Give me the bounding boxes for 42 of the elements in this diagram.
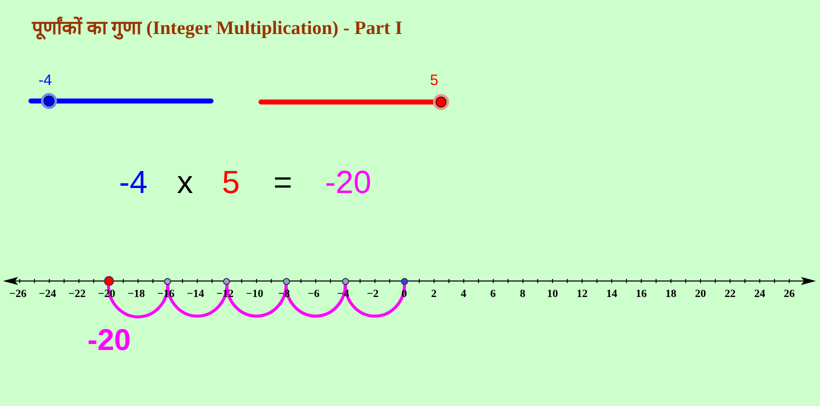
slider-value: -4 bbox=[38, 72, 52, 88]
tick-label: 24 bbox=[754, 288, 766, 300]
tick-label: −18 bbox=[128, 288, 145, 300]
tick-label: −24 bbox=[38, 288, 56, 300]
tick-label: 12 bbox=[576, 288, 588, 300]
equation-term: -4 bbox=[119, 166, 148, 198]
tick-label: −6 bbox=[308, 288, 320, 300]
point bbox=[282, 278, 290, 284]
point bbox=[342, 278, 349, 284]
tick-label: 18 bbox=[665, 288, 676, 300]
result-value: -20 bbox=[88, 326, 131, 356]
title: पूर्णांकों का गुणा (Integer Multiplication) - Part I bbox=[32, 19, 402, 38]
point bbox=[104, 276, 114, 286]
jump-arc bbox=[284, 284, 347, 318]
tick-label: −2 bbox=[366, 288, 379, 300]
point bbox=[401, 278, 408, 284]
tick-label: 26 bbox=[784, 288, 795, 300]
tick-label: −26 bbox=[9, 288, 26, 300]
tick-label: 8 bbox=[520, 288, 526, 300]
equation-term: = bbox=[274, 166, 292, 198]
slider-value: 5 bbox=[430, 72, 438, 88]
jump-arc bbox=[166, 284, 228, 318]
tick-label: 22 bbox=[724, 288, 736, 300]
jump-arc bbox=[225, 284, 288, 318]
equation-term: -20 bbox=[325, 166, 372, 198]
equation-term: 5 bbox=[222, 166, 240, 198]
equation-term: x bbox=[177, 166, 193, 198]
point bbox=[223, 278, 230, 284]
tick-label: 4 bbox=[460, 288, 466, 300]
jump-arc bbox=[344, 284, 406, 318]
tick-label: −10 bbox=[246, 288, 264, 300]
tick-label: −14 bbox=[186, 288, 204, 300]
tick-label: −8 bbox=[278, 288, 290, 300]
tick-label: 10 bbox=[547, 288, 558, 300]
tick-label: −22 bbox=[68, 288, 86, 300]
tick-label: 2 bbox=[431, 288, 437, 300]
tick-label: 20 bbox=[695, 288, 706, 300]
tick-label: 6 bbox=[490, 288, 496, 300]
tick-label: 14 bbox=[606, 288, 618, 300]
point bbox=[164, 278, 172, 284]
tick-label: 16 bbox=[636, 288, 647, 300]
jump-arc bbox=[107, 284, 170, 318]
